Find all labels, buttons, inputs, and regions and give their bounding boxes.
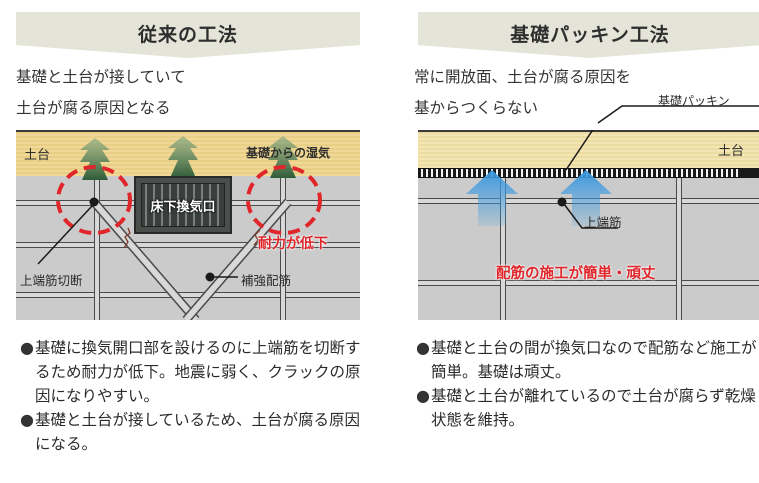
packing-diagram: 土台 上端筋 配筋の施工が簡単・頑丈 bbox=[418, 130, 759, 320]
packing-label: 基礎パッキン bbox=[658, 94, 730, 108]
underfloor-vent: 床下換気口 bbox=[134, 176, 232, 234]
conventional-method-banner: 従来の工法 bbox=[16, 12, 360, 58]
conventional-lead-text: 基礎と土台が接していて 土台が腐る原因となる bbox=[16, 62, 186, 124]
lead-line-2: 土台が腐る原因となる bbox=[16, 99, 171, 117]
vertical-rebar bbox=[500, 178, 506, 320]
lead-line-1: 基礎と土台が接していて bbox=[16, 68, 186, 86]
vent-label: 床下換気口 bbox=[150, 199, 216, 215]
packing-method-banner: 基礎パッキン工法 bbox=[418, 12, 759, 58]
bullet-item: ● 基礎と土台が離れているので土台が腐らず乾燥状態を維持。 bbox=[416, 384, 759, 432]
strength-drop-label: 耐力が低下 bbox=[258, 236, 328, 252]
bottom-rebar bbox=[418, 280, 759, 286]
packing-end bbox=[740, 168, 759, 178]
packing-diagram-overlay bbox=[466, 130, 618, 229]
bullet-item: ● 基礎に換気開口部を設けるのに上端筋を切断するため耐力が低下。地震に弱く、クラ… bbox=[20, 336, 370, 408]
conventional-diagram-overlay bbox=[37, 165, 322, 320]
cut-rebar-label: 上端筋切断 bbox=[20, 273, 83, 288]
benefit-label: 配筋の施工が簡単・頑丈 bbox=[496, 266, 656, 282]
bullet-text: 基礎と土台が接しているため、土台が腐る原因になる。 bbox=[34, 411, 361, 453]
vertical-rebar bbox=[676, 178, 682, 320]
packing-bullets: ● 基礎と土台の間が換気口なので配筋など施工が簡単。基礎は頑丈。 ● 基礎と土台… bbox=[416, 336, 759, 432]
lead-line-1: 常に開放面、土台が腐る原因を bbox=[414, 68, 632, 86]
conventional-method-title: 従来の工法 bbox=[137, 24, 238, 46]
middle-rebar bbox=[16, 242, 360, 248]
bullet-text: 基礎と土台の間が換気口なので配筋など施工が簡単。基礎は頑丈。 bbox=[430, 339, 757, 381]
packing-lead-text: 常に開放面、土台が腐る原因を 基からつくらない bbox=[414, 62, 631, 124]
sill-label: 土台 bbox=[24, 148, 51, 163]
bullet-dot-icon: ● bbox=[416, 338, 430, 357]
bullet-dot-icon: ● bbox=[416, 386, 430, 405]
bullet-dot-icon: ● bbox=[20, 338, 34, 357]
conventional-method-panel: 従来の工法 基礎と土台が接していて 土台が腐る原因となる 土台 基礎からの湿気 bbox=[0, 0, 370, 483]
packing-method-title: 基礎パッキン工法 bbox=[510, 24, 670, 46]
bullet-item: ● 基礎と土台の間が換気口なので配筋など施工が簡単。基礎は頑丈。 bbox=[416, 336, 759, 384]
vertical-rebar bbox=[94, 176, 100, 320]
bullet-text: 基礎と土台が離れているので土台が腐らず乾燥状態を維持。 bbox=[430, 387, 756, 429]
bullet-dot-icon: ● bbox=[20, 410, 34, 429]
conventional-diagram: 土台 基礎からの湿気 床下換気口 上端筋切断 補強配筋 耐 bbox=[16, 130, 360, 320]
reinforcement-label: 補強配筋 bbox=[241, 273, 292, 288]
bullet-item: ● 基礎と土台が接しているため、土台が腐る原因になる。 bbox=[20, 408, 370, 456]
moisture-label: 基礎からの湿気 bbox=[246, 146, 331, 160]
sill-label: 土台 bbox=[718, 144, 745, 159]
bullet-text: 基礎に換気開口部を設けるのに上端筋を切断するため耐力が低下。地震に弱く、クラック… bbox=[34, 339, 361, 405]
top-rebar-label: 上端筋 bbox=[584, 215, 622, 230]
vertical-rebar bbox=[280, 176, 286, 320]
lead-line-2: 基からつくらない bbox=[414, 99, 539, 117]
conventional-bullets: ● 基礎に換気開口部を設けるのに上端筋を切断するため耐力が低下。地震に弱く、クラ… bbox=[20, 336, 370, 456]
bottom-rebar bbox=[16, 292, 360, 298]
vent-grille bbox=[141, 183, 225, 227]
foundation-packing-panel: 基礎パッキン工法 常に開放面、土台が腐る原因を 基からつくらない 基礎パッキン … bbox=[386, 0, 759, 483]
moisture-rising-icon bbox=[166, 136, 200, 178]
